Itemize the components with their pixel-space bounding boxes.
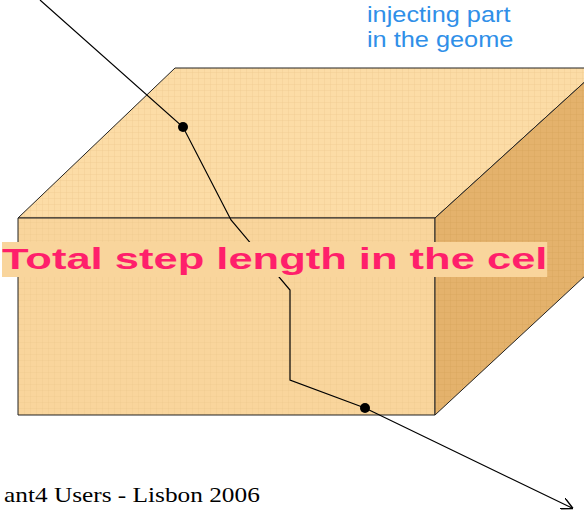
step-length-label: Total step length in the cel xyxy=(2,242,547,277)
step-point xyxy=(360,403,370,413)
callout-text: injecting part in the geome xyxy=(367,2,528,53)
footer-text: ant4 Users - Lisbon 2006 xyxy=(4,482,260,507)
step-point xyxy=(178,122,188,132)
